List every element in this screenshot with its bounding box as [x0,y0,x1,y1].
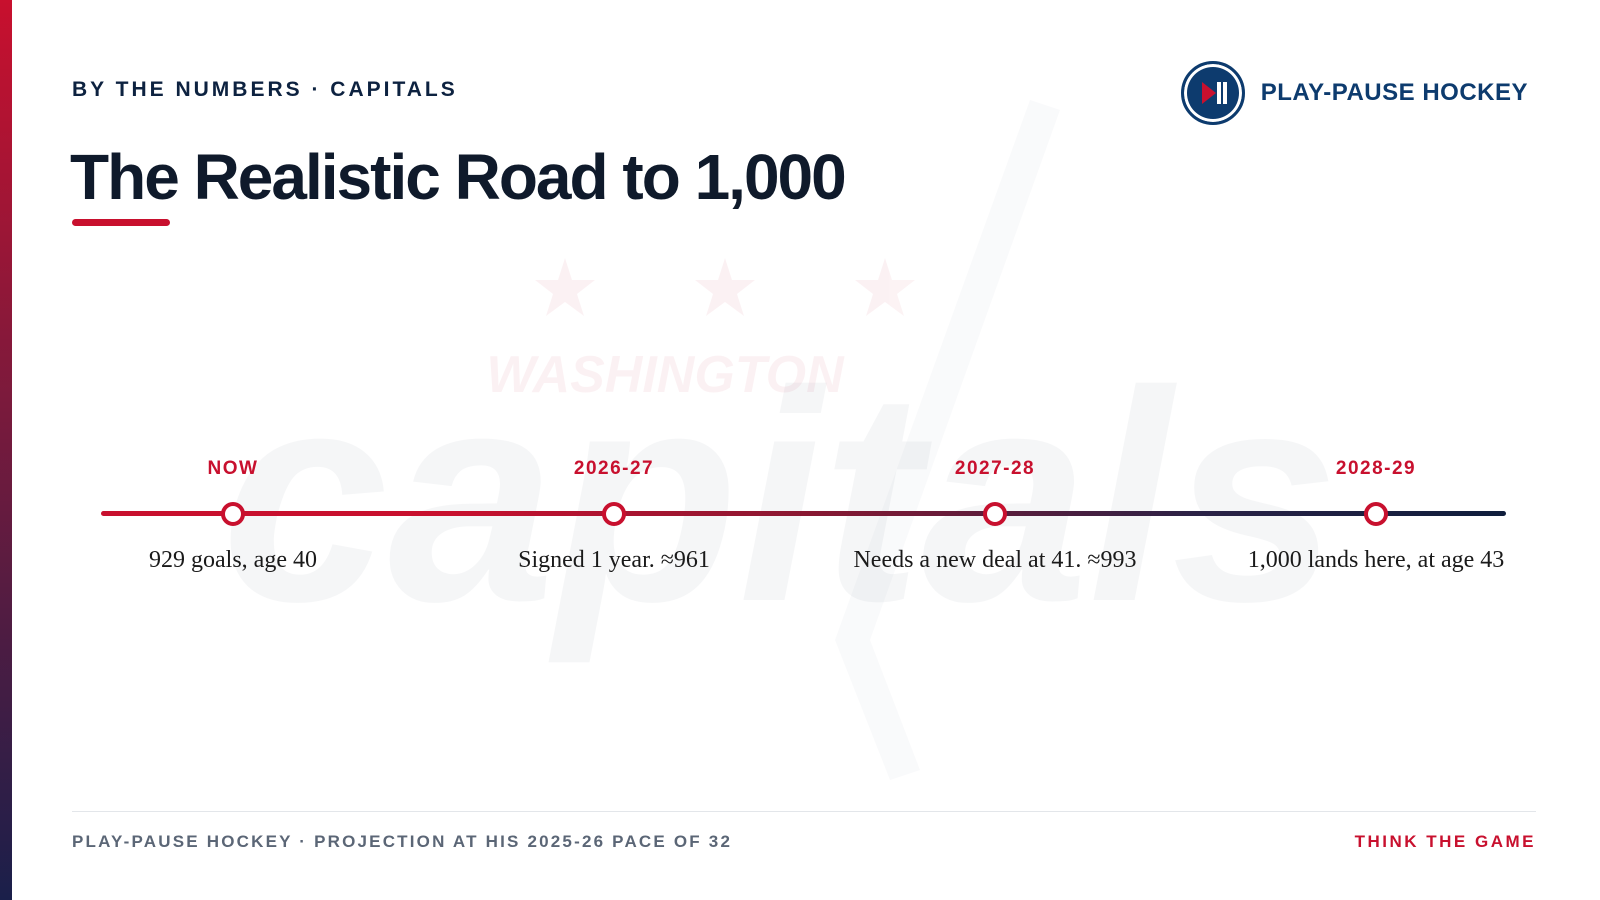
brand-name: PLAY-PAUSE HOCKEY [1260,79,1528,106]
milestone-label: NOW [207,458,259,479]
footer-divider [72,811,1536,812]
milestone-description: 929 goals, age 40 [149,547,317,573]
milestone-label: 2026-27 [573,458,655,479]
page-title: The Realistic Road to 1,000 [70,141,847,213]
milestone-dot [602,502,626,526]
side-accent-bar [0,0,12,900]
milestone-label: 2027-28 [954,458,1036,479]
milestone-description: Needs a new deal at 41. ≈993 [853,547,1137,573]
timeline-line [101,511,1506,516]
milestone-label: 2028-29 [1335,458,1417,479]
milestone-description: 1,000 lands here, at age 43 [1247,547,1505,573]
footer-tagline: THINK THE GAME [1354,832,1536,851]
title-underline [72,219,170,226]
brand: PLAY-PAUSE HOCKEY [1180,61,1528,125]
milestone-description: Signed 1 year. ≈961 [518,547,710,573]
milestone-dot [983,502,1007,526]
milestone-dot [221,502,245,526]
kicker: BY THE NUMBERS · CAPITALS [72,78,458,101]
milestone-dot [1364,502,1388,526]
play-pause-icon [1180,61,1245,125]
footer-credit: PLAY-PAUSE HOCKEY · PROJECTION AT HIS 20… [72,832,733,851]
